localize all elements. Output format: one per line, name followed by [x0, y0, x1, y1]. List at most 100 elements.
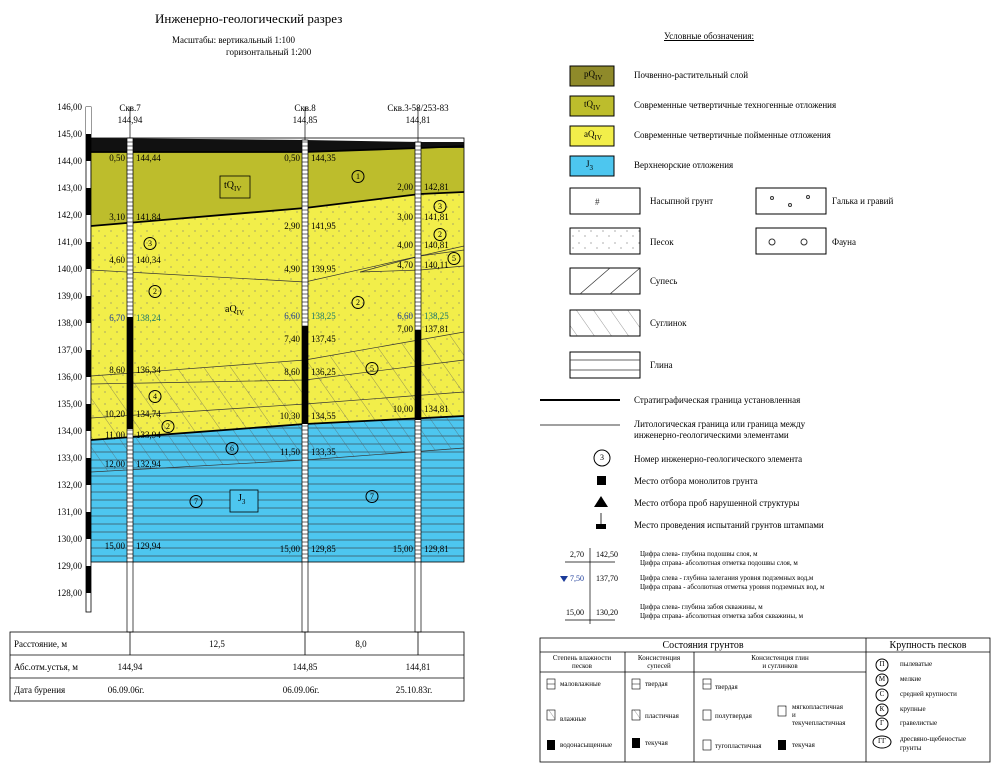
distance-1: 12,5 [209, 639, 225, 649]
grain-k-3: С [879, 690, 885, 698]
grain-k-5: Г [879, 719, 885, 727]
date-1: 06.09.06г. [107, 685, 145, 695]
legend-soil-loam: Суглинок [650, 318, 687, 328]
w8-depth: 0,50 [284, 153, 300, 163]
w3-depth: 2,00 [397, 182, 413, 192]
legend-ex1-t2: Цифра справа- абсолютная отметка подошвы… [640, 559, 798, 567]
well-3 [414, 141, 422, 633]
grain-t-4: крупные [900, 705, 926, 713]
grain-k-6: ГГ [877, 737, 887, 745]
ige-6: 6 [225, 442, 239, 455]
legend-text-pq: Почвенно-растительный слой [634, 70, 749, 80]
tick: 134,00 [57, 426, 82, 436]
ige-2b: 2 [351, 296, 365, 309]
state-w-2: влажные [560, 715, 587, 723]
state-w-3: водонасыщенные [560, 741, 613, 749]
legend-code-j: J3 [586, 159, 594, 172]
well-7-name: Скв.7 [119, 103, 141, 113]
state-g-2: полутвердая [715, 712, 752, 720]
grain-k-2: М [878, 675, 886, 683]
w8-depth: 7,40 [284, 334, 300, 344]
w8-elev: 141,95 [311, 221, 336, 231]
w8-depth: 6,60 [284, 311, 300, 321]
elev-3: 144,81 [405, 662, 431, 672]
w7-elev: 138,24 [136, 313, 161, 323]
w8-depth: 11,50 [280, 447, 300, 457]
ige-5b: 5 [447, 252, 461, 265]
legend-monolith-text: Место отбора монолитов грунта [634, 476, 758, 486]
legend-title: Условные обозначения: [664, 31, 755, 41]
legend-soil-clay: Глина [650, 360, 673, 370]
well-3-name: Скв.3-58/253-83 [387, 103, 449, 113]
legend-ige-number: 3 [600, 453, 604, 462]
w8-elev: 134,55 [311, 411, 336, 421]
w8-depth: 15,00 [279, 544, 300, 554]
stratum-label-tq: tQIV [224, 180, 242, 193]
elev-2: 144,85 [292, 662, 318, 672]
w3-elev: 138,25 [424, 311, 449, 321]
states-table-grid [539, 637, 991, 763]
grain-t-6: дресвяно-щебеностые [900, 735, 966, 743]
w8-elev: 137,45 [311, 334, 336, 344]
w8-elev: 136,25 [311, 367, 336, 377]
ige-7: 7 [189, 495, 203, 508]
layer-pq [91, 138, 464, 152]
legend-ex2-t1: Цифра слева - глубина залегания уровня п… [640, 574, 814, 582]
states-h3b: и суглинков [762, 662, 798, 670]
well-8-elev: 144,85 [292, 115, 318, 125]
legend-ex1-left: 2,70 [570, 550, 584, 559]
grain-t-5: гравелистые [900, 719, 938, 727]
w7-depth: 15,00 [104, 541, 125, 551]
w3-depth: 4,70 [397, 260, 413, 270]
w7-elev: 136,34 [136, 365, 161, 375]
scale-line-2: горизонтальный 1:200 [226, 47, 312, 57]
w8-depth: 2,90 [284, 221, 300, 231]
date-row-label: Дата бурения [14, 685, 66, 695]
states-title: Состояния грунтов [662, 640, 744, 651]
ige-3b: 3 [433, 200, 447, 213]
legend-ex2-left: 7,50 [570, 574, 584, 583]
legend-soil-sand: Песок [650, 237, 674, 247]
legend-text-aq: Современные четвертичные пойменные отлож… [634, 130, 831, 140]
w7-depth: 8,60 [109, 365, 125, 375]
legend-ex3-left: 15,00 [566, 608, 584, 617]
state-s-3: текучая [645, 739, 668, 747]
w8-elev: 129,85 [311, 544, 336, 554]
state-s-1: твердая [645, 680, 668, 688]
tick: 137,00 [57, 345, 82, 355]
legend-soil-fill: Насыпной грунт [650, 196, 714, 206]
tick: 129,00 [57, 561, 82, 571]
state-g-5: и [792, 711, 796, 719]
legend-ex1-t1: Цифра слева- глубина подошвы слоя, м [640, 550, 758, 558]
svg-text:#: # [595, 197, 600, 207]
w7-elev: 140,34 [136, 255, 161, 265]
state-g-3: тугопластичная [715, 742, 762, 750]
grain-k-1: П [879, 660, 885, 668]
states-h2: Консистенция [637, 654, 681, 662]
tick: 139,00 [57, 291, 82, 301]
w8-depth: 10,30 [279, 411, 300, 421]
state-w-1: маловлажные [560, 680, 601, 688]
legend-disturbed-text: Место отбора проб нарушенной структуры [634, 498, 800, 508]
w7-depth: 0,50 [109, 153, 125, 163]
states-h1b: песков [572, 662, 592, 670]
states-h2b: супесей [647, 662, 671, 670]
state-g-6: текучепластичная [792, 719, 846, 727]
legend-ex1-right: 142,50 [596, 550, 618, 559]
tick: 133,00 [57, 453, 82, 463]
w3-depth: 15,00 [392, 544, 413, 554]
w3-depth: 4,00 [397, 240, 413, 250]
elevation-axis [85, 106, 92, 613]
w7-depth: 4,60 [109, 255, 125, 265]
w7-elev: 134,74 [136, 409, 161, 419]
legend-strat-boundary: Стратиграфическая граница установленная [634, 395, 801, 405]
tick: 132,00 [57, 480, 82, 490]
ige-5: 5 [365, 362, 379, 375]
w7-depth: 12,00 [104, 459, 125, 469]
w7-elev: 132,94 [136, 459, 161, 469]
w3-depth: 3,00 [397, 212, 413, 222]
w7-elev: 129,94 [136, 541, 161, 551]
stratum-label-aq: aQIV [225, 304, 245, 317]
legend-ex3-t1: Цифра слева- глубина забоя скважины, м [640, 603, 763, 611]
well-8-name: Скв.8 [294, 103, 316, 113]
